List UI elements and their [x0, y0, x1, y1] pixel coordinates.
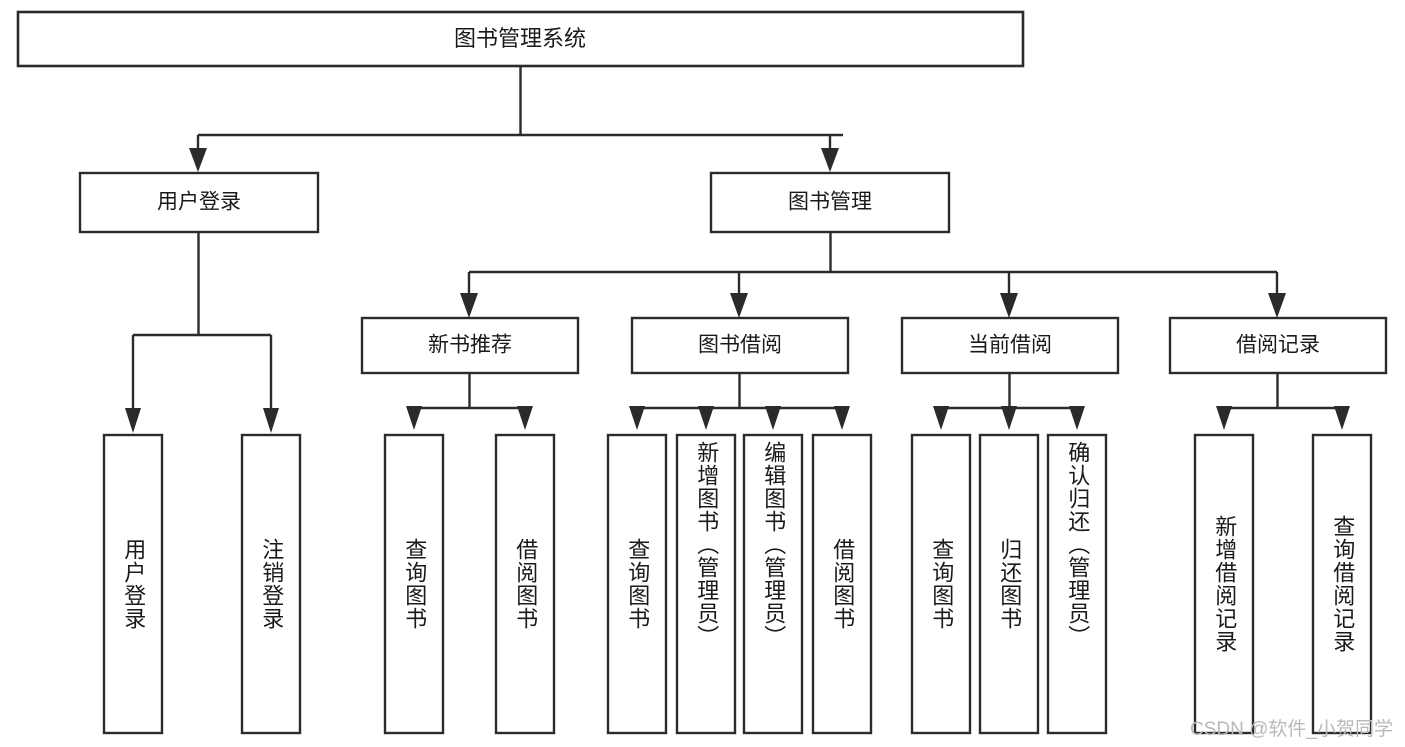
node-new-book-rec[interactable]: 新书推荐	[360, 316, 580, 375]
node-borrow-record-label: 借阅记录	[1236, 334, 1320, 357]
arrow-head-book-borrow	[730, 293, 748, 318]
connector-group-book-borrow	[629, 373, 850, 430]
arrow-head-borrow-record	[1268, 293, 1286, 318]
node-current-borrow-label: 当前借阅	[968, 334, 1052, 357]
arrow-head-leaf-borrow-book-1	[517, 406, 533, 430]
arrow-head-leaf-add-record	[1216, 406, 1232, 430]
node-root-box[interactable]	[16, 10, 1025, 68]
arrow-head-leaf-borrow-book-2	[834, 406, 850, 430]
node-user-login-label: 用户登录	[157, 191, 241, 214]
connector-group-current-borrow	[933, 373, 1085, 430]
node-book-manage[interactable]: 图书管理	[709, 171, 951, 234]
node-leaf-add-record-box[interactable]	[1193, 433, 1255, 735]
node-leaf-borrow-book-2-box[interactable]	[811, 433, 873, 735]
node-user-login[interactable]: 用户登录	[78, 171, 320, 234]
connector-group-book-manage	[460, 232, 1286, 318]
node-root-label: 图书管理系统	[454, 26, 586, 51]
node-book-borrow-box[interactable]	[630, 316, 850, 375]
node-book-borrow[interactable]: 图书借阅	[630, 316, 850, 375]
arrow-head-book-manage	[821, 148, 839, 172]
node-leaf-confirm-return-box[interactable]	[1046, 433, 1108, 735]
arrow-head-user-login	[189, 148, 207, 172]
node-leaf-user-login-box[interactable]	[102, 433, 164, 735]
arrow-head-leaf-query-book-2	[629, 406, 645, 430]
arrow-head-leaf-query-book-3	[933, 406, 949, 430]
connector-group-borrow-record	[1216, 373, 1350, 430]
node-new-book-rec-box[interactable]	[360, 316, 580, 375]
node-leaf-query-record-box[interactable]	[1311, 433, 1373, 735]
node-leaf-borrow-book-1-box[interactable]	[494, 433, 556, 735]
node-leaf-edit-book-box[interactable]	[742, 433, 804, 735]
arrow-head-leaf-confirm-return	[1069, 406, 1085, 430]
node-borrow-record[interactable]: 借阅记录	[1168, 316, 1388, 375]
arrow-head-leaf-return-book	[1001, 406, 1017, 430]
arrow-head-leaf-add-book	[698, 406, 714, 430]
node-current-borrow-box[interactable]	[900, 316, 1120, 375]
node-borrow-record-box[interactable]	[1168, 316, 1388, 375]
node-leaf-query-book-3-box[interactable]	[910, 433, 972, 735]
node-book-manage-label: 图书管理	[788, 191, 872, 214]
node-leaf-logout-box[interactable]	[240, 433, 302, 735]
arrow-head-leaf-user-login	[125, 408, 141, 433]
connector-group-root	[189, 66, 843, 172]
connector-group-new-book-rec	[406, 373, 533, 430]
node-user-login-box[interactable]	[78, 171, 320, 234]
arrow-head-current-borrow	[1000, 293, 1018, 318]
arrow-head-leaf-query-book-1	[406, 406, 422, 430]
node-book-manage-box[interactable]	[709, 171, 951, 234]
arrow-head-leaf-query-record	[1334, 406, 1350, 430]
node-leaf-return-book-box[interactable]	[978, 433, 1040, 735]
connector-group-user-login	[125, 232, 279, 433]
arrow-head-leaf-logout	[263, 408, 279, 433]
node-current-borrow[interactable]: 当前借阅	[900, 316, 1120, 375]
node-root[interactable]: 图书管理系统	[16, 10, 1025, 68]
node-leaf-add-book-box[interactable]	[675, 433, 737, 735]
node-leaf-query-book-2-box[interactable]	[606, 433, 668, 735]
node-book-borrow-label: 图书借阅	[698, 334, 782, 357]
node-new-book-rec-label: 新书推荐	[428, 334, 512, 357]
node-leaf-query-book-1-box[interactable]	[383, 433, 445, 735]
arrow-head-leaf-edit-book	[765, 406, 781, 430]
leaf-box-group	[102, 433, 1373, 735]
arrow-head-new-book-rec	[460, 293, 478, 318]
